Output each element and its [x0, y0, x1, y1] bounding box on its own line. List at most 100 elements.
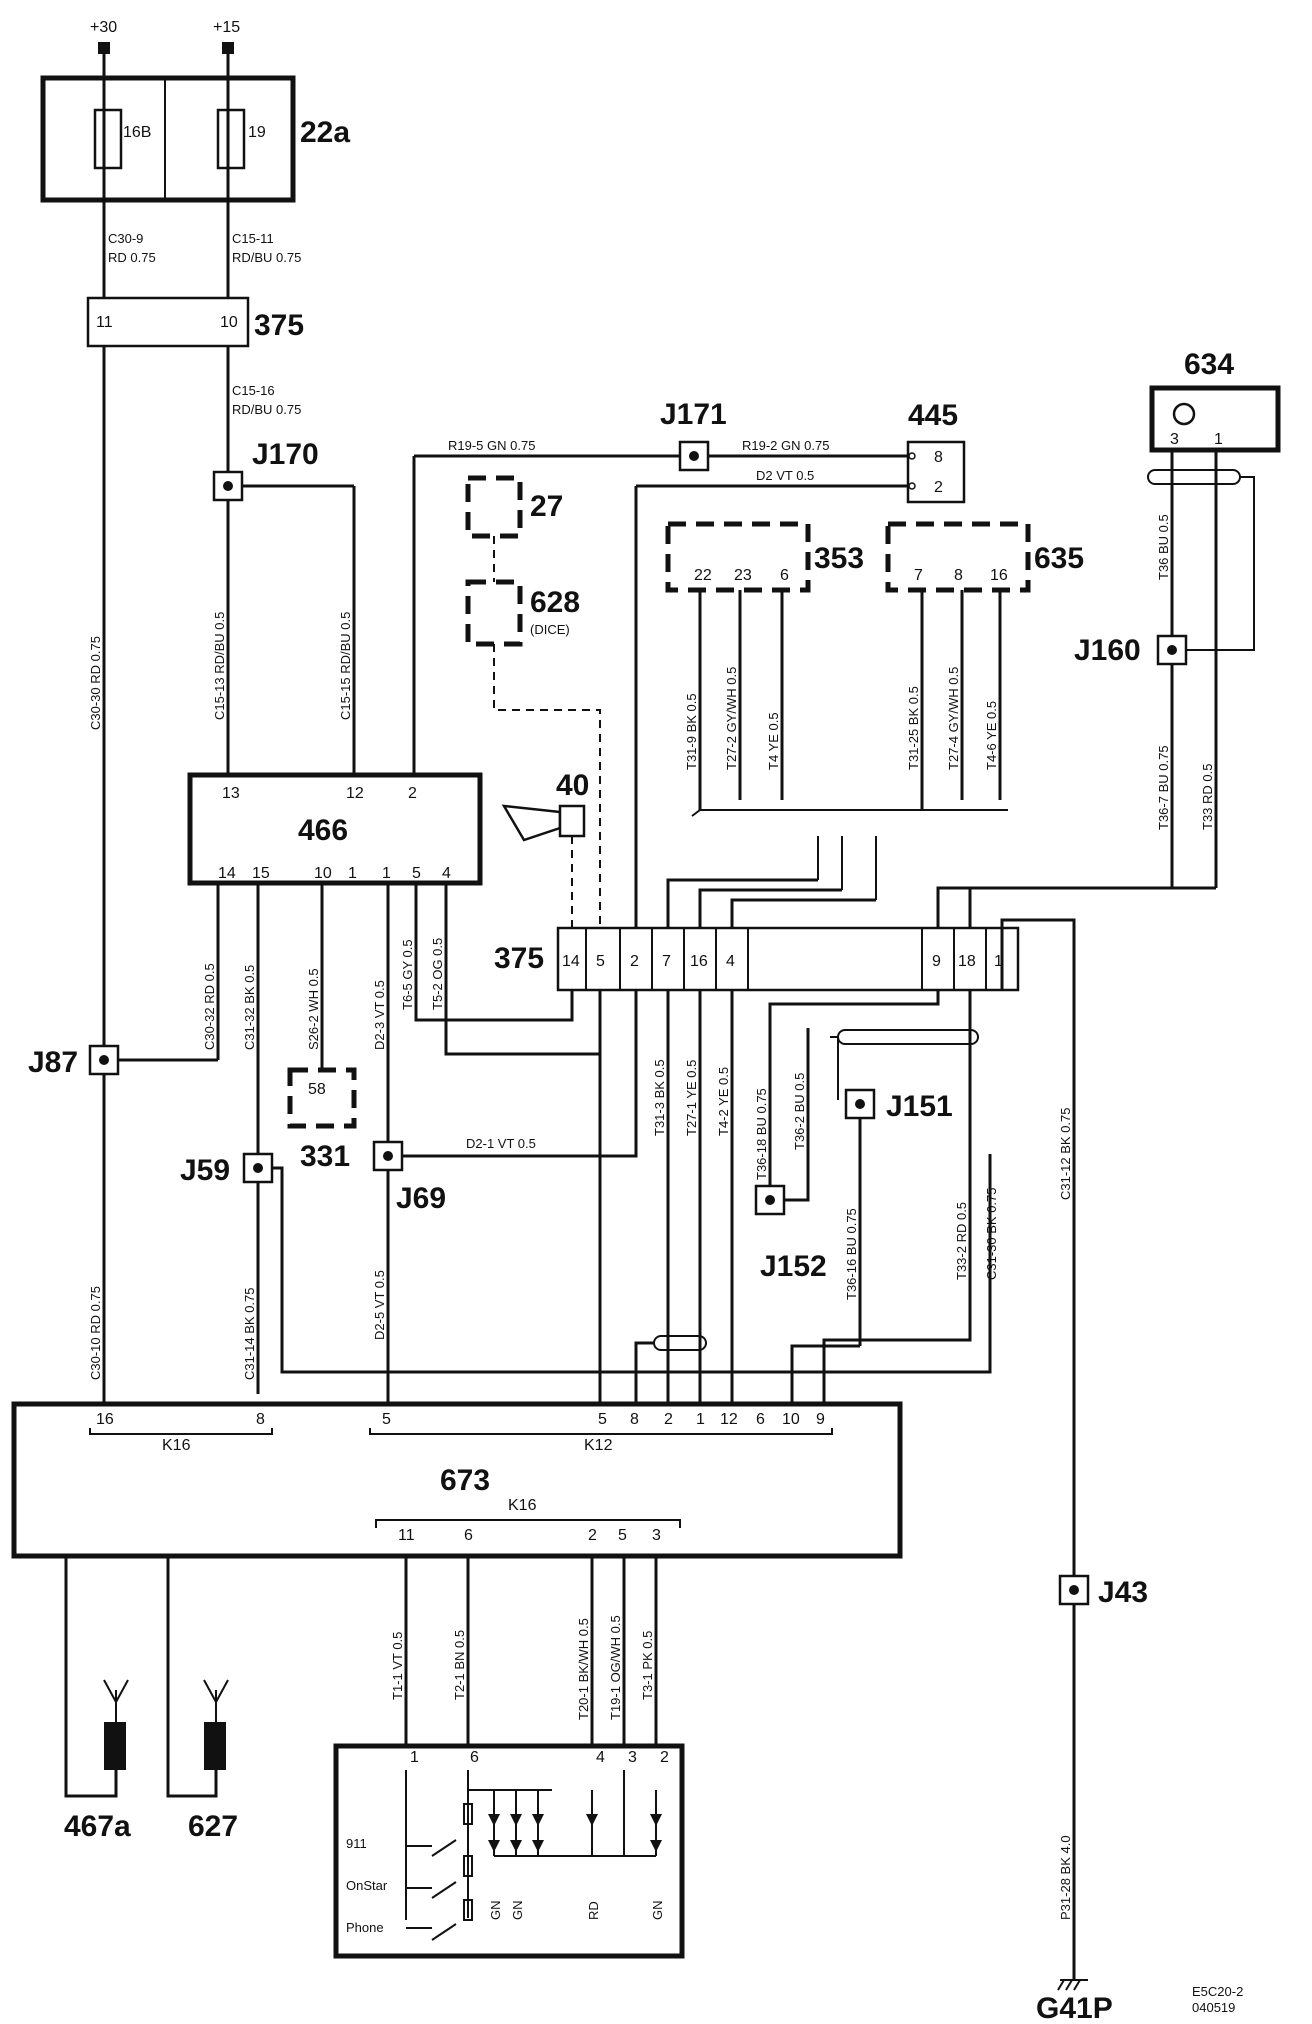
j87-label: J87 [28, 1046, 78, 1079]
wire-c30-9: C30-9 [108, 231, 143, 246]
m673-pin-6a: 6 [756, 1411, 765, 1428]
component-353: 22 23 6 353 [665, 521, 864, 593]
wire-r19-2: R19-2 GN 0.75 [742, 438, 829, 453]
wire-r19-5: R19-5 GN 0.75 [448, 438, 535, 453]
m466-pin-15: 15 [252, 865, 270, 882]
wire-t36-bu: T36 BU 0.5 [1156, 514, 1171, 580]
junction-j171: J171 [660, 398, 727, 472]
m375-pin-2: 2 [630, 953, 639, 970]
wire-t1-1: T1-1 VT 0.5 [390, 1632, 405, 1700]
onstar-button-panel: 1 6 4 3 2 911 OnStar Phone GN GN RD GN [333, 1743, 685, 1959]
terminal-30-label: +30 [90, 19, 117, 36]
wire-t33: T33 RD 0.5 [1200, 764, 1215, 830]
c635-pin-8: 8 [954, 567, 963, 584]
junction-j151: J151 [844, 1088, 953, 1123]
wire-t4-6: T4-6 YE 0.5 [984, 701, 999, 770]
m466-pin-12: 12 [346, 785, 364, 802]
m673-pin-5a: 5 [382, 1411, 391, 1428]
wire-t27-1: T27-1 YE 0.5 [684, 1060, 699, 1136]
wire-t4-ye: T4 YE 0.5 [766, 712, 781, 770]
wire-t27-4: T27-4 GY/WH 0.5 [946, 667, 961, 770]
panel-onstar: OnStar [346, 1878, 388, 1893]
junction-j59: J59 [180, 1152, 274, 1187]
c628-sub: (DICE) [530, 622, 570, 637]
m375-pin-16: 16 [690, 953, 708, 970]
m673-pin-2: 2 [664, 1411, 673, 1428]
led-array-icon [488, 1770, 662, 1857]
j69-label: J69 [396, 1182, 446, 1215]
wire-t19-1: T19-1 OG/WH 0.5 [608, 1615, 623, 1720]
connector-375-top: 11 10 375 [86, 296, 304, 348]
wire-t20-1: T20-1 BK/WH 0.5 [576, 1618, 591, 1720]
m466-pin-5: 5 [412, 865, 421, 882]
m673-pin-5c: 5 [618, 1527, 627, 1544]
m673-pin-12: 12 [720, 1411, 738, 1428]
wire-c31-12: C31-12 BK 0.75 [1058, 1107, 1073, 1200]
wire-t36-16: T36-16 BU 0.75 [844, 1208, 859, 1300]
m466-label: 466 [298, 814, 348, 847]
c634-pin-1: 1 [1214, 431, 1223, 448]
wire-t27-2: T27-2 GY/WH 0.5 [724, 667, 739, 770]
c635-pin-7: 7 [914, 567, 923, 584]
m673-pin-8a: 8 [256, 1411, 265, 1428]
j170-label: J170 [252, 438, 319, 471]
m466-pin-1a: 1 [348, 865, 357, 882]
wire-p31-28: P31-28 BK 4.0 [1058, 1835, 1073, 1920]
wire-c15-11-spec: RD/BU 0.75 [232, 250, 301, 265]
m375-pin-1: 1 [994, 953, 1003, 970]
m375-pin-9: 9 [932, 953, 941, 970]
led-gn-1: GN [488, 1901, 503, 1921]
m466-pin-4: 4 [442, 865, 451, 882]
component-635: 7 8 16 635 [885, 521, 1084, 593]
fuse-16b-label: 16B [123, 124, 151, 141]
wire-d2-1: D2-1 VT 0.5 [466, 1136, 536, 1151]
c353-pin-22: 22 [694, 567, 712, 584]
panel-pin-2: 2 [660, 1749, 669, 1766]
c445-pin-8: 8 [934, 449, 943, 466]
wire-t4-2: T4-2 YE 0.5 [716, 1067, 731, 1136]
fuse-19-label: 19 [248, 124, 266, 141]
m673-pin-2b: 2 [588, 1527, 597, 1544]
j59-label: J59 [180, 1154, 230, 1187]
component-40-speaker: 40 [501, 769, 589, 842]
panel-911: 911 [346, 1836, 367, 1851]
pin-11: 11 [96, 314, 113, 331]
wire-d2-3: D2-3 VT 0.5 [372, 980, 387, 1050]
antenna-627: 627 [188, 1679, 238, 1843]
footer-code: E5C20-2 [1192, 1984, 1243, 1999]
wire-c31-14: C31-14 BK 0.75 [242, 1287, 257, 1380]
m673-pin-8b: 8 [630, 1411, 639, 1428]
wire-c15-15: C15-15 RD/BU 0.5 [338, 612, 353, 720]
junction-j152: J152 [754, 1184, 827, 1283]
m673-k16a: K16 [162, 1437, 191, 1454]
m375-pin-5: 5 [596, 953, 605, 970]
c445-label: 445 [908, 399, 958, 432]
component-27: 27 [465, 475, 563, 539]
m673-k16b: K16 [508, 1497, 537, 1514]
m673-pin-6b: 6 [464, 1527, 473, 1544]
c445-pin-2: 2 [934, 479, 943, 496]
m673-pin-10: 10 [782, 1411, 800, 1428]
wire-t31-9: T31-9 BK 0.5 [684, 693, 699, 770]
wire-t31-3: T31-3 BK 0.5 [652, 1059, 667, 1136]
m673-k12: K12 [584, 1437, 613, 1454]
c58-label: 58 [308, 1081, 326, 1098]
wire-c31-30: C31-30 BK 0.75 [984, 1187, 999, 1280]
wire-c30-9-spec: RD 0.75 [108, 250, 156, 265]
j151-label: J151 [886, 1090, 953, 1123]
c635-pin-16: 16 [990, 567, 1008, 584]
m466-pin-14: 14 [218, 865, 236, 882]
m673-pin-9: 9 [816, 1411, 825, 1428]
m673-pin-1: 1 [696, 1411, 705, 1428]
wire-t6-5: T6-5 GY 0.5 [400, 939, 415, 1010]
supply-terminals: +30 +15 [90, 19, 240, 54]
c634-label: 634 [1184, 348, 1234, 381]
junction-j87: J87 [28, 1044, 120, 1079]
connector-445: 8 2 445 [906, 399, 966, 504]
component-634: 3 1 634 [1149, 348, 1281, 453]
m673-pin-5b: 5 [598, 1411, 607, 1428]
m466-pin-10: 10 [314, 865, 332, 882]
wire-c15-13: C15-13 RD/BU 0.5 [212, 612, 227, 720]
j171-label: J171 [660, 398, 727, 431]
